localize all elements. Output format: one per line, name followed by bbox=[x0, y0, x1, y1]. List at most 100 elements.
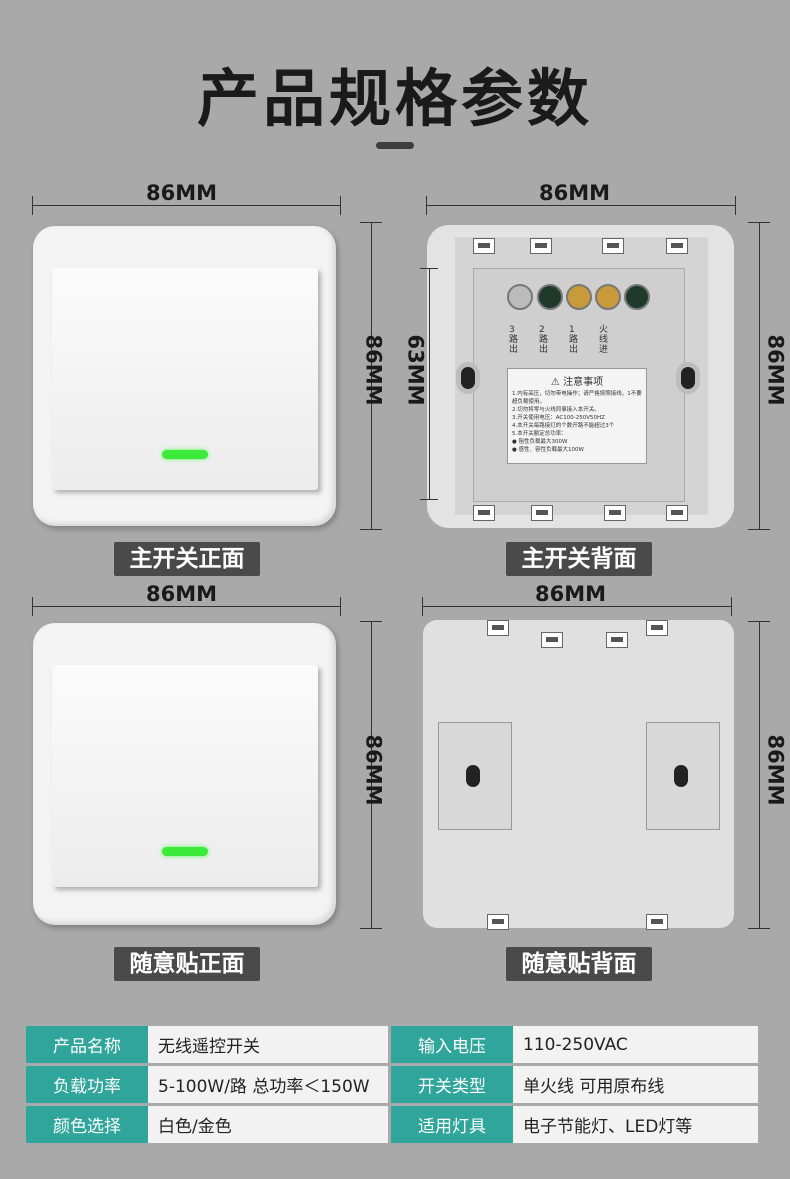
screw-hole bbox=[461, 367, 475, 389]
height-dimension-line bbox=[759, 222, 760, 530]
adhesive-pad bbox=[646, 722, 720, 830]
warning-icon: ⚠ bbox=[550, 377, 560, 388]
led-indicator bbox=[162, 450, 208, 459]
terminal-label: 3路出 bbox=[509, 325, 519, 355]
dimension-tick bbox=[420, 268, 438, 269]
view-label-sticker-front: 随意贴正面 bbox=[114, 947, 260, 981]
view-label-sticker-back: 随意贴背面 bbox=[506, 947, 652, 981]
notice-panel: ⚠ 注意事项 1.内有高压，切勿带电操作；请严格按照接线，1不要超负载使用。 2… bbox=[507, 368, 647, 464]
led-indicator bbox=[162, 847, 208, 856]
dimension-tick bbox=[32, 597, 33, 616]
mount-clip bbox=[541, 632, 563, 648]
width-dimension-line bbox=[32, 205, 340, 206]
terminal-label: 火线进 bbox=[599, 325, 609, 355]
mount-clip bbox=[473, 238, 495, 254]
terminal-labels: 3路出 2路出 1路出 火线进 bbox=[503, 325, 648, 365]
dimension-tick bbox=[360, 621, 382, 622]
notice-body: 1.内有高压，切勿带电操作；请严格按照接线，1不要超负载使用。 2.切勿将零与火… bbox=[508, 388, 646, 456]
spec-value: 110-250VAC bbox=[513, 1026, 758, 1063]
spec-key: 颜色选择 bbox=[26, 1106, 148, 1143]
terminal-label: 2路出 bbox=[539, 325, 549, 355]
inner-height-dimension-line bbox=[429, 268, 430, 500]
terminal-screw bbox=[624, 284, 650, 310]
notice-title: 注意事项 bbox=[563, 377, 604, 388]
screw-hole bbox=[466, 765, 480, 787]
width-label: 86MM bbox=[535, 582, 607, 606]
table-row: 产品名称 无线遥控开关 输入电压 110-250VAC bbox=[26, 1026, 758, 1063]
dimension-tick bbox=[748, 928, 770, 929]
spec-value: 5-100W/路 总功率＜150W bbox=[148, 1066, 388, 1103]
spec-value: 白色/金色 bbox=[148, 1106, 388, 1143]
width-label: 86MM bbox=[146, 181, 218, 205]
dimension-tick bbox=[360, 928, 382, 929]
dimension-tick bbox=[340, 196, 341, 215]
height-label: 86MM bbox=[361, 334, 386, 406]
spec-value: 单火线 可用原布线 bbox=[513, 1066, 758, 1103]
mount-clip bbox=[606, 632, 628, 648]
mount-clip bbox=[487, 620, 509, 636]
screw-hole bbox=[674, 765, 688, 787]
spec-value: 无线遥控开关 bbox=[148, 1026, 388, 1063]
mount-clip bbox=[666, 238, 688, 254]
notice-title-row: ⚠ 注意事项 bbox=[508, 373, 646, 388]
width-dimension-line bbox=[32, 606, 340, 607]
dimension-tick bbox=[420, 499, 438, 500]
terminal-label: 1路出 bbox=[569, 325, 579, 355]
view-label-main-front: 主开关正面 bbox=[114, 542, 260, 576]
dimension-tick bbox=[360, 222, 382, 223]
dimension-tick bbox=[426, 196, 427, 215]
terminal-screw bbox=[595, 284, 621, 310]
table-row: 负载功率 5-100W/路 总功率＜150W 开关类型 单火线 可用原布线 bbox=[26, 1066, 758, 1103]
spec-key: 输入电压 bbox=[391, 1026, 513, 1063]
spec-value: 电子节能灯、LED灯等 bbox=[513, 1106, 758, 1143]
mount-clip bbox=[646, 914, 668, 930]
table-row: 颜色选择 白色/金色 适用灯具 电子节能灯、LED灯等 bbox=[26, 1106, 758, 1143]
width-dimension-line bbox=[426, 205, 736, 206]
mount-clip bbox=[602, 238, 624, 254]
height-dimension-line bbox=[759, 621, 760, 929]
dimension-tick bbox=[731, 597, 732, 616]
spec-key: 产品名称 bbox=[26, 1026, 148, 1063]
dimension-tick bbox=[422, 597, 423, 616]
height-dimension-line bbox=[371, 621, 372, 929]
height-label: 86MM bbox=[361, 734, 386, 806]
notice-line: 5.本开关额定总功率： bbox=[512, 431, 567, 437]
notice-line: ● 阻性负载最大300W bbox=[512, 439, 568, 445]
width-label: 86MM bbox=[146, 582, 218, 606]
spec-key: 开关类型 bbox=[391, 1066, 513, 1103]
height-label: 86MM bbox=[763, 334, 788, 406]
page-title: 产品规格参数 bbox=[196, 62, 593, 135]
width-label: 86MM bbox=[539, 181, 611, 205]
mount-clip bbox=[487, 914, 509, 930]
spec-table: 产品名称 无线遥控开关 输入电压 110-250VAC 负载功率 5-100W/… bbox=[26, 1023, 758, 1146]
terminal-screw bbox=[566, 284, 592, 310]
dimension-tick bbox=[748, 529, 770, 530]
notice-line: 4.本开关每路接灯的个数开路不能超过3个 bbox=[512, 423, 615, 429]
mount-clip bbox=[646, 620, 668, 636]
mount-clip bbox=[473, 505, 495, 521]
dimension-tick bbox=[735, 196, 736, 215]
mount-clip bbox=[531, 505, 553, 521]
inner-height-label: 63MM bbox=[403, 334, 428, 406]
dimension-tick bbox=[360, 529, 382, 530]
title-underline bbox=[376, 142, 414, 149]
mount-clip bbox=[604, 505, 626, 521]
dimension-tick bbox=[340, 597, 341, 616]
mount-clip bbox=[666, 505, 688, 521]
mount-clip bbox=[530, 238, 552, 254]
height-label: 86MM bbox=[763, 734, 788, 806]
notice-line: 3.开关使用电压：AC100-250V50HZ bbox=[512, 415, 605, 421]
view-label-main-back: 主开关背面 bbox=[506, 542, 652, 576]
notice-line: ● 感性、容性负载最大100W bbox=[512, 447, 584, 453]
dimension-tick bbox=[32, 196, 33, 215]
notice-line: 1.内有高压，切勿带电操作；请严格按照接线，1不要超负载使用。 bbox=[512, 391, 642, 405]
notice-line: 2.切勿将零与火线同事接入本开关。 bbox=[512, 407, 600, 413]
dimension-tick bbox=[748, 222, 770, 223]
screw-hole bbox=[681, 367, 695, 389]
spec-key: 适用灯具 bbox=[391, 1106, 513, 1143]
width-dimension-line bbox=[422, 606, 732, 607]
height-dimension-line bbox=[371, 222, 372, 530]
terminal-screw bbox=[507, 284, 533, 310]
spec-key: 负载功率 bbox=[26, 1066, 148, 1103]
dimension-tick bbox=[748, 621, 770, 622]
